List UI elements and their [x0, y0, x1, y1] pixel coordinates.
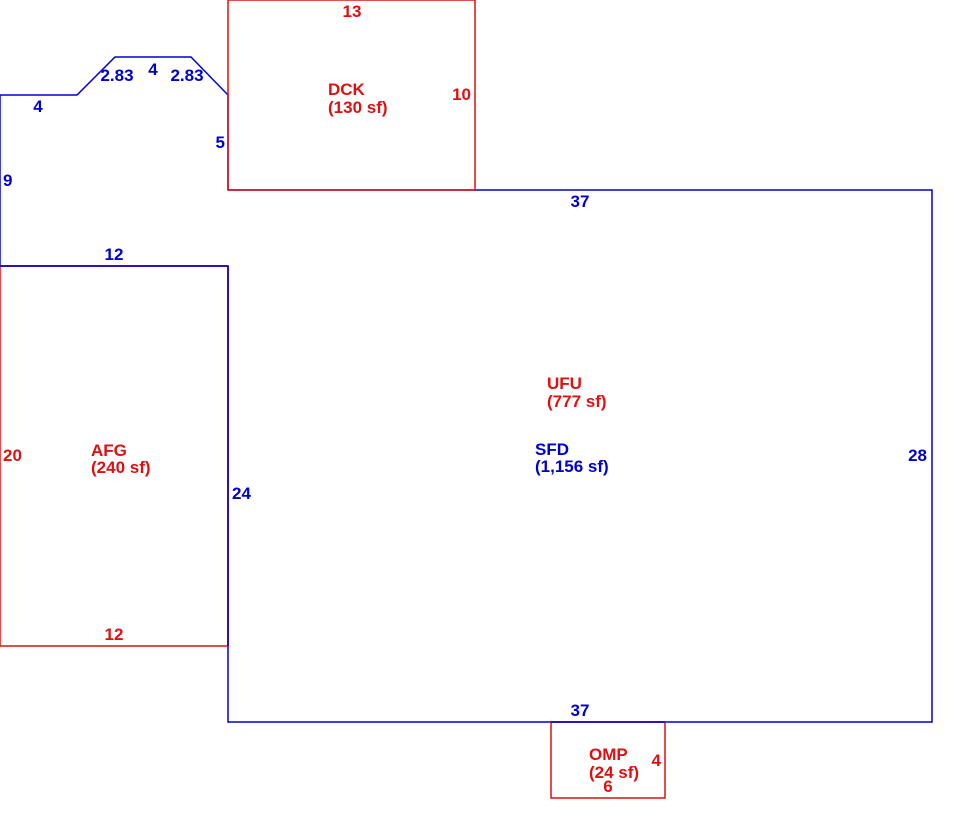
dim-sfd-bay-front: 4: [148, 60, 158, 79]
ufu-code-label: UFU: [547, 374, 582, 393]
omp-area-label: (24 sf): [589, 763, 639, 782]
sfd-area-label: (1,156 sf): [535, 457, 609, 476]
sfd-outline: [0, 56, 933, 723]
ufu-area-label: (777 sf): [547, 392, 607, 411]
dim-sfd-top: 37: [571, 192, 590, 211]
dim-sfd-ext-step: 4: [33, 97, 43, 116]
dim-sfd-right: 28: [908, 446, 927, 465]
dim-afg-left: 20: [3, 446, 22, 465]
dim-sfd-bottom: 37: [571, 701, 590, 720]
dim-sfd-bay-left: 2.83: [100, 66, 133, 85]
dim-sfd-ext-top: 12: [105, 245, 124, 264]
dim-sfd-ext-left: 9: [3, 171, 12, 190]
dim-sfd-bay-right: 2.83: [170, 66, 203, 85]
afg-area-label: (240 sf): [91, 458, 151, 477]
dim-dck-top: 13: [343, 2, 362, 21]
dim-omp-bottom: 6: [603, 777, 612, 796]
dim-sfd-ext-right: 5: [216, 133, 225, 152]
dim-omp-right: 4: [652, 751, 662, 770]
sfd-code-label: SFD: [535, 440, 569, 459]
dim-sfd-inner-left: 24: [232, 484, 251, 503]
dim-afg-bottom: 12: [105, 625, 124, 644]
omp-code-label: OMP: [589, 745, 628, 764]
dim-dck-right: 10: [452, 85, 471, 104]
afg-code-label: AFG: [91, 441, 127, 460]
dck-area-label: (130 sf): [328, 98, 388, 117]
dck-code-label: DCK: [328, 80, 366, 99]
dck-outline: [227, 0, 476, 191]
